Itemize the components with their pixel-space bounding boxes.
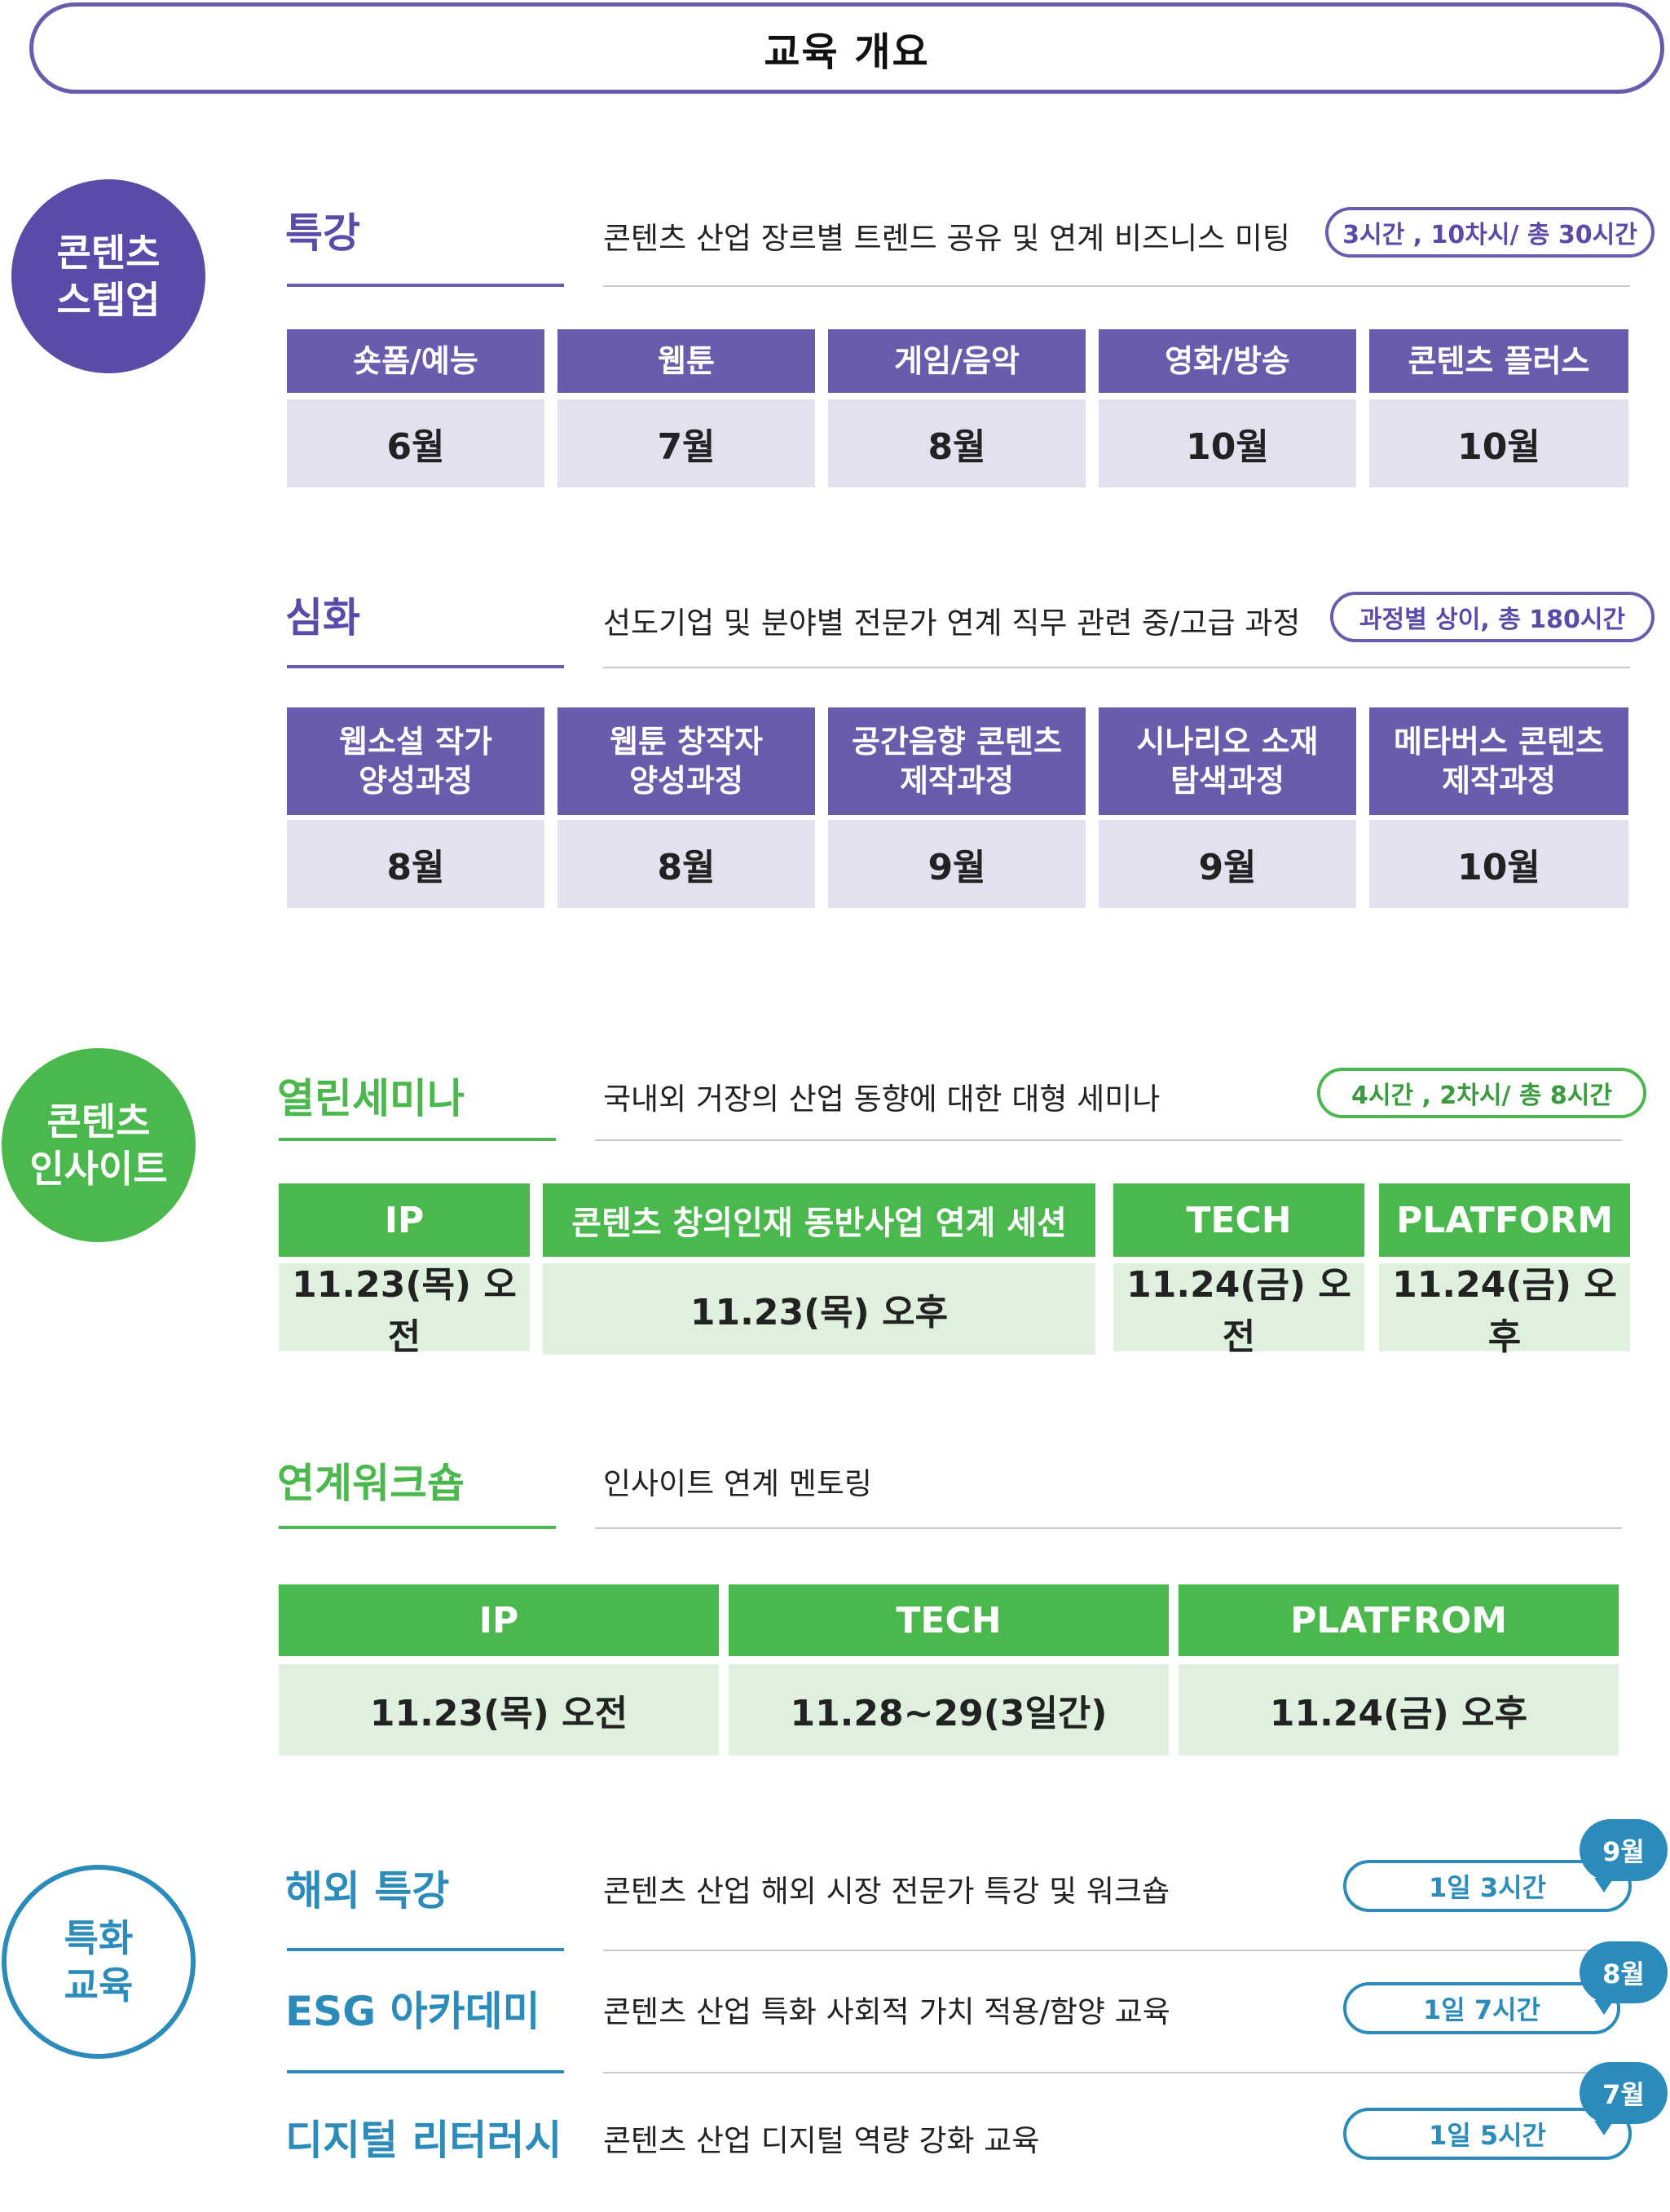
seminar-track-3: TECH: [1113, 1183, 1364, 1257]
seminar-date-2: 11.23(목) 오후: [543, 1263, 1095, 1355]
seminar-hours-badge: 4시간 , 2차시/ 총 8시간: [1317, 1068, 1646, 1118]
special-edu-underline: [287, 2070, 564, 2073]
advanced-course-1: 웹소설 작가 양성과정: [287, 707, 544, 815]
advanced-course-5: 메타버스 콘텐츠 제작과정: [1369, 707, 1628, 815]
special-edu-underline: [287, 1948, 564, 1951]
advanced-title: 심화: [285, 594, 360, 641]
divider: [603, 285, 1630, 287]
special-lecture-underline: [287, 284, 564, 287]
workshop-underline: [279, 1526, 556, 1529]
workshop-track-1: IP: [279, 1584, 719, 1656]
advanced-course-2: 웹툰 창작자 양성과정: [557, 707, 815, 815]
special-lecture-genre-2: 웹툰: [557, 329, 815, 393]
advanced-underline: [287, 665, 564, 668]
advanced-hours-badge: 과정별 상이, 총 180시간: [1330, 592, 1655, 642]
special-lecture-month-3: 8월: [828, 399, 1086, 487]
seminar-date-1: 11.23(목) 오전: [279, 1263, 530, 1358]
group-stepup-badge: 콘텐츠 스텝업: [11, 179, 205, 373]
special-edu-duration-3: 1일 5시간: [1343, 2108, 1632, 2160]
special-edu-desc-1: 콘텐츠 산업 해외 시장 전문가 특강 및 워크숍: [603, 1874, 1170, 1909]
special-lecture-month-2: 7월: [557, 399, 815, 487]
special-edu-duration-2: 1일 7시간: [1343, 1982, 1620, 2034]
group-insight-badge: 콘텐츠 인사이트: [2, 1048, 196, 1242]
special-edu-desc-3: 콘텐츠 산업 디지털 역량 강화 교육: [603, 2123, 1040, 2158]
seminar-title: 열린세미나: [277, 1075, 465, 1122]
advanced-month-1: 8월: [287, 820, 544, 908]
advanced-course-4: 시나리오 소재 탐색과정: [1099, 707, 1356, 815]
page-title: 교육 개요: [29, 2, 1664, 94]
advanced-course-3: 공간음향 콘텐츠 제작과정: [828, 707, 1086, 815]
workshop-track-2: TECH: [729, 1584, 1169, 1656]
workshop-desc: 인사이트 연계 멘토링: [603, 1466, 872, 1501]
advanced-desc: 선도기업 및 분야별 전문가 연계 직무 관련 중/고급 과정: [603, 606, 1301, 641]
special-edu-month-1: 9월: [1580, 1819, 1668, 1893]
special-lecture-title: 특강: [285, 209, 360, 257]
divider: [595, 1527, 1622, 1529]
seminar-desc: 국내외 거장의 산업 동향에 대한 대형 세미나: [603, 1082, 1161, 1117]
advanced-month-3: 9월: [828, 820, 1086, 908]
workshop-date-2: 11.28~29(3일간): [729, 1664, 1169, 1756]
advanced-month-4: 9월: [1099, 820, 1356, 908]
workshop-date-3: 11.24(금) 오후: [1179, 1664, 1619, 1756]
special-edu-month-2: 8월: [1580, 1941, 1668, 2015]
seminar-underline: [279, 1138, 556, 1141]
special-lecture-desc: 콘텐츠 산업 장르별 트렌드 공유 및 연계 비즈니스 미팅: [603, 221, 1290, 256]
special-edu-title-1: 해외 특강: [285, 1867, 450, 1915]
special-lecture-genre-3: 게임/음악: [828, 329, 1086, 393]
special-lecture-month-1: 6월: [287, 399, 544, 487]
divider: [603, 2072, 1630, 2073]
special-edu-title-3: 디지털 리터러시: [285, 2117, 562, 2164]
seminar-track-2: 콘텐츠 창의인재 동반사업 연계 세션: [543, 1183, 1095, 1257]
special-edu-month-3: 7월: [1580, 2062, 1668, 2135]
seminar-date-3: 11.24(금) 오전: [1113, 1263, 1364, 1358]
workshop-title: 연계워크숍: [277, 1460, 465, 1507]
special-edu-duration-1: 1일 3시간: [1343, 1860, 1632, 1912]
special-lecture-hours-badge: 3시간 , 10차시/ 총 30시간: [1325, 207, 1655, 258]
group-special-badge: 특화 교육: [2, 1865, 196, 2059]
special-lecture-month-5: 10월: [1369, 399, 1628, 487]
advanced-month-2: 8월: [557, 820, 815, 908]
workshop-track-3: PLATFROM: [1179, 1584, 1619, 1656]
special-edu-desc-2: 콘텐츠 산업 특화 사회적 가치 적용/함양 교육: [603, 1994, 1170, 2029]
advanced-month-5: 10월: [1369, 820, 1628, 908]
seminar-track-1: IP: [279, 1183, 530, 1257]
special-lecture-genre-4: 영화/방송: [1099, 329, 1356, 393]
special-edu-title-2: ESG 아카데미: [285, 1988, 540, 2035]
special-lecture-genre-5: 콘텐츠 플러스: [1369, 329, 1628, 393]
workshop-date-1: 11.23(목) 오전: [279, 1664, 719, 1756]
divider: [595, 1139, 1622, 1141]
special-lecture-month-4: 10월: [1099, 399, 1356, 487]
seminar-date-4: 11.24(금) 오후: [1379, 1263, 1630, 1358]
divider: [603, 667, 1630, 668]
special-lecture-genre-1: 숏폼/예능: [287, 329, 544, 393]
seminar-track-4: PLATFORM: [1379, 1183, 1630, 1257]
divider: [603, 1950, 1630, 1951]
